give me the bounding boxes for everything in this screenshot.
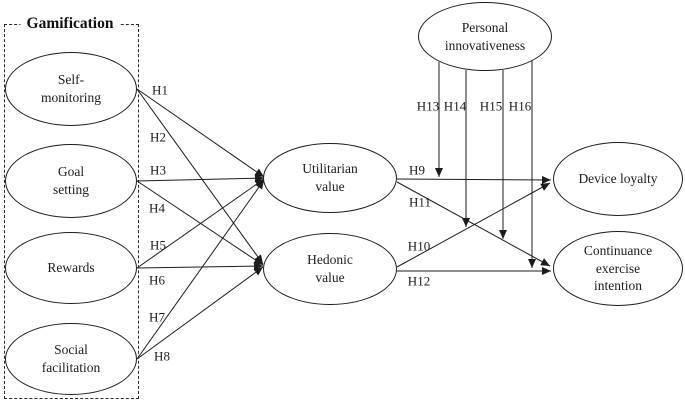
node-label: Goal setting (53, 164, 89, 197)
edge-h10 (396, 182, 551, 268)
edge-h7 (136, 179, 265, 360)
label-h1: H1 (152, 82, 168, 98)
label-h10: H10 (407, 238, 431, 254)
node-social-facilitation: Social facilitation (5, 323, 137, 395)
gamification-group-title: Gamification (20, 15, 120, 33)
node-label: Device loyalty (578, 171, 658, 187)
node-goal-setting: Goal setting (5, 144, 137, 218)
node-label: Self-monitoring (41, 72, 101, 105)
node-label: Utilitarian value (302, 161, 358, 194)
label-h9: H9 (409, 162, 425, 178)
node-hedonic-value: Hedonic value (263, 233, 397, 305)
node-label: Social facilitation (41, 342, 101, 375)
label-h16: H16 (508, 98, 532, 114)
edge-h2 (136, 88, 264, 265)
edge-h8 (136, 266, 264, 360)
edge-h5 (136, 178, 265, 269)
edge-h9 (396, 175, 552, 184)
edge-h6 (136, 262, 264, 271)
edge-h1 (136, 88, 265, 178)
node-personal-innovativeness: Personal innovativeness (418, 2, 552, 71)
node-self-monitoring: Self-monitoring (5, 52, 137, 126)
label-h2: H2 (150, 129, 166, 145)
node-label: Hedonic value (307, 252, 353, 285)
label-h15: H15 (479, 98, 503, 114)
label-h4: H4 (149, 200, 165, 216)
label-h7: H7 (149, 309, 165, 325)
node-continuance-exercise-intention: Continuance exercise intention (553, 231, 683, 306)
label-h11: H11 (409, 194, 431, 210)
label-h8: H8 (154, 348, 170, 364)
node-device-loyalty: Device loyalty (553, 142, 683, 216)
label-h13: H13 (416, 98, 440, 114)
edge-h4 (136, 180, 264, 266)
label-h5: H5 (150, 237, 166, 253)
edge-h3 (136, 174, 265, 183)
label-h3: H3 (150, 162, 166, 178)
node-label: Personal innovativeness (444, 19, 526, 53)
node-utilitarian-value: Utilitarian value (263, 143, 397, 213)
edge-h11 (396, 181, 551, 267)
node-label: Rewards (47, 260, 95, 276)
node-rewards: Rewards (5, 232, 137, 304)
label-h6: H6 (149, 272, 165, 288)
label-h14: H14 (443, 98, 467, 114)
node-label: Continuance exercise intention (583, 243, 653, 294)
label-h12: H12 (407, 273, 431, 289)
